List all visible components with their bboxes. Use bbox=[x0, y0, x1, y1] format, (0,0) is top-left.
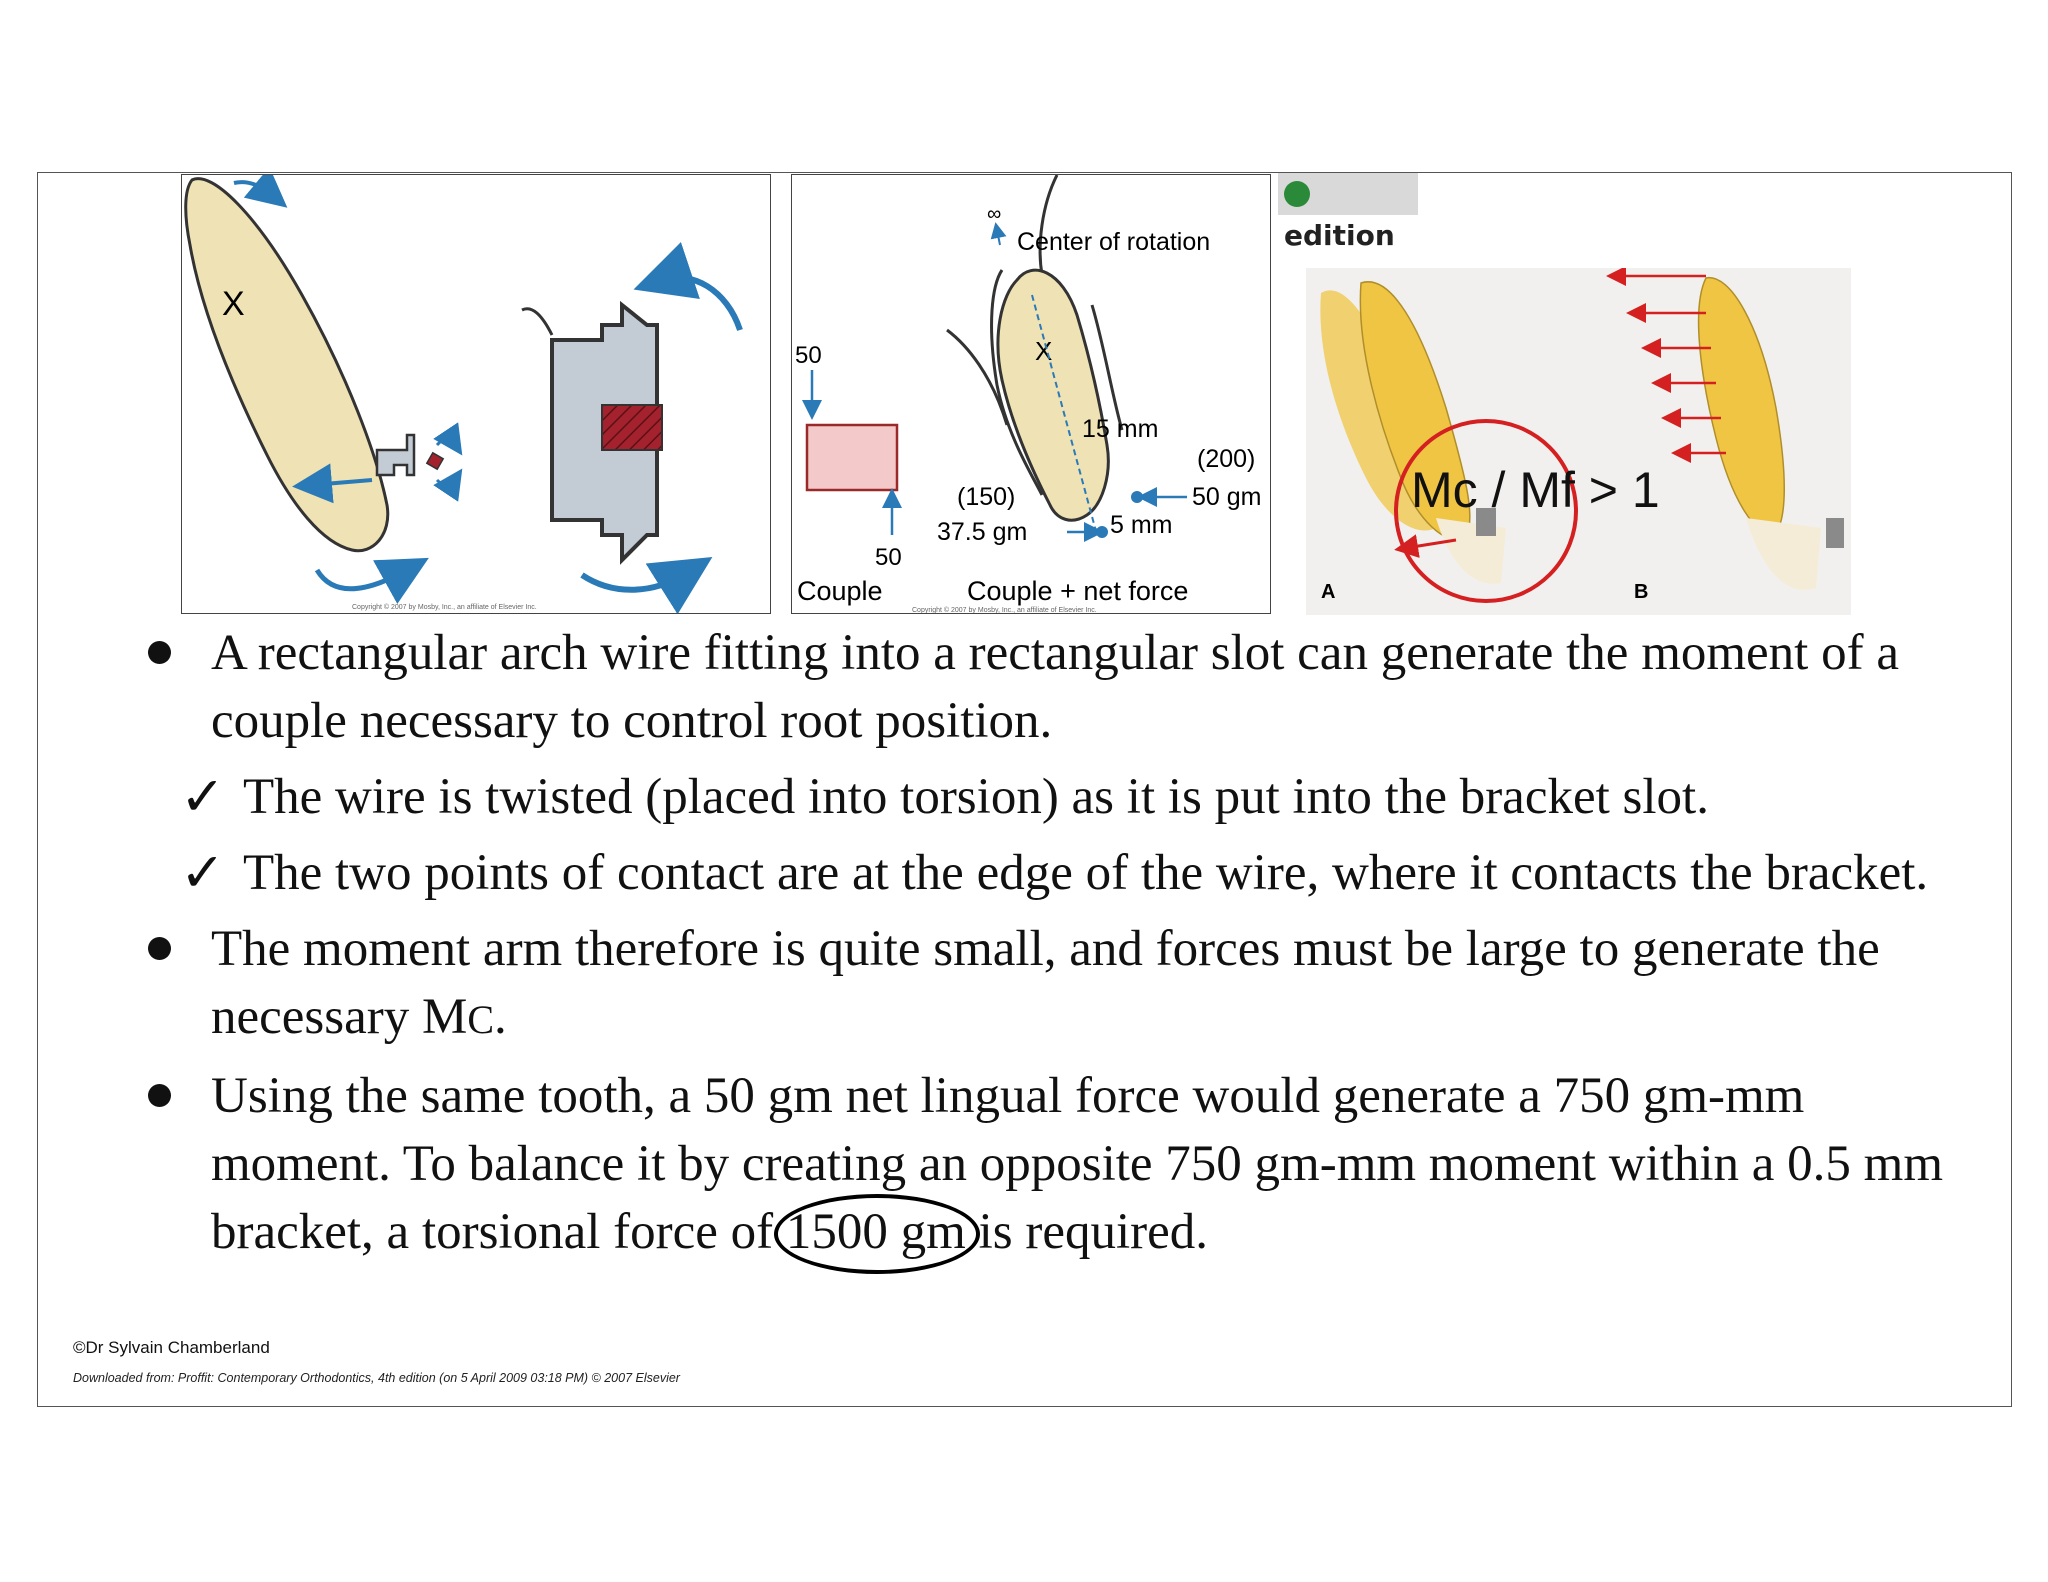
source-citation: Downloaded from: Proffit: Contemporary O… bbox=[73, 1371, 680, 1385]
center-of-rotation-figure: ∞ Center of rotation X 50 50 Couple 15 m… bbox=[791, 174, 1271, 614]
infinity-label: ∞ bbox=[987, 203, 1001, 225]
bullet-text: A rectangular arch wire fitting into a r… bbox=[211, 625, 1899, 749]
small-wire bbox=[425, 451, 445, 471]
tooth-shape bbox=[184, 177, 390, 553]
crown-arrow bbox=[233, 175, 288, 208]
check-mark-icon: ✓ bbox=[180, 765, 226, 828]
distance-5mm-label: 5 mm bbox=[1110, 511, 1173, 539]
slide-frame: X Copyright © 2007 by Mosby, Inc., an af… bbox=[37, 172, 2012, 1407]
tooth-torque-figure: X Copyright © 2007 by Mosby, Inc., an af… bbox=[181, 174, 771, 614]
force-150-label: (150) bbox=[957, 483, 1015, 511]
tooth-x-label: X bbox=[1035, 336, 1052, 366]
sub-bullet-item: ✓ The two points of contact are at the e… bbox=[108, 839, 1988, 907]
force-37-5gm-label: 37.5 gm bbox=[937, 518, 1027, 546]
tooth-x-label: X bbox=[222, 285, 245, 323]
edition-logo-mark bbox=[1284, 181, 1310, 207]
torque-arrow-bottom bbox=[580, 557, 713, 613]
slide-body: A rectangular arch wire fitting into a r… bbox=[108, 619, 1988, 1274]
sub-bullet-item: ✓ The wire is twisted (placed into torsi… bbox=[108, 763, 1988, 831]
moment-ratio-label: Mc / Mf > 1 bbox=[1411, 462, 1660, 518]
circled-value: 1500 gm bbox=[773, 1194, 980, 1274]
couple-box bbox=[805, 423, 899, 492]
rectangular-wire bbox=[601, 404, 663, 451]
center-of-rotation-label: Center of rotation bbox=[1017, 228, 1210, 256]
bullet-item: A rectangular arch wire fitting into a r… bbox=[108, 619, 1988, 755]
bullet-text: The moment arm therefore is quite small,… bbox=[211, 921, 1880, 1045]
author-copyright: ©Dr Sylvain Chamberland bbox=[73, 1338, 270, 1357]
bullet-dot-icon bbox=[148, 641, 171, 664]
force-200-label: (200) bbox=[1197, 445, 1255, 473]
tooth-shape bbox=[996, 268, 1110, 522]
small-bracket bbox=[375, 433, 416, 477]
force-50gm-label: 50 gm bbox=[1192, 483, 1261, 511]
edition-logo: edition bbox=[1278, 173, 1418, 252]
subscript-c: C bbox=[467, 997, 495, 1042]
bullet-dot-icon bbox=[148, 1084, 171, 1107]
bracket-a bbox=[1476, 508, 1496, 536]
couple-net-force-label: Couple + net force bbox=[967, 576, 1188, 606]
panel-b-label: B bbox=[1634, 581, 1648, 603]
bracket-b bbox=[1826, 518, 1844, 548]
bullet-item: Using the same tooth, a 50 gm net lingua… bbox=[108, 1062, 1988, 1274]
figure-copyright-caption: Copyright © 2007 by Mosby, Inc., an affi… bbox=[912, 606, 1097, 614]
distance-15mm-label: 15 mm bbox=[1082, 415, 1158, 443]
sub-bullet-text: The two points of contact are at the edg… bbox=[243, 845, 1929, 901]
lingual-arrow bbox=[292, 463, 373, 504]
moment-circle bbox=[1394, 419, 1578, 603]
check-mark-icon: ✓ bbox=[180, 841, 226, 904]
panel-a-label: A bbox=[1321, 581, 1335, 603]
bullet-dot-icon bbox=[148, 937, 171, 960]
sub-bullet-text: The wire is twisted (placed into torsion… bbox=[243, 769, 1709, 825]
bullet-text: Using the same tooth, a 50 gm net lingua… bbox=[211, 1068, 1944, 1260]
force-50-top-label: 50 bbox=[795, 342, 822, 369]
figure-copyright-caption: Copyright © 2007 by Mosby, Inc., an affi… bbox=[352, 603, 537, 611]
bullet-item: The moment arm therefore is quite small,… bbox=[108, 915, 1988, 1054]
moment-ratio-figure: A B bbox=[1306, 268, 1851, 615]
couple-label: Couple bbox=[797, 576, 883, 606]
root-arrow bbox=[314, 557, 429, 604]
force-50-bottom-label: 50 bbox=[875, 544, 902, 571]
torque-arrow-top bbox=[633, 242, 743, 331]
